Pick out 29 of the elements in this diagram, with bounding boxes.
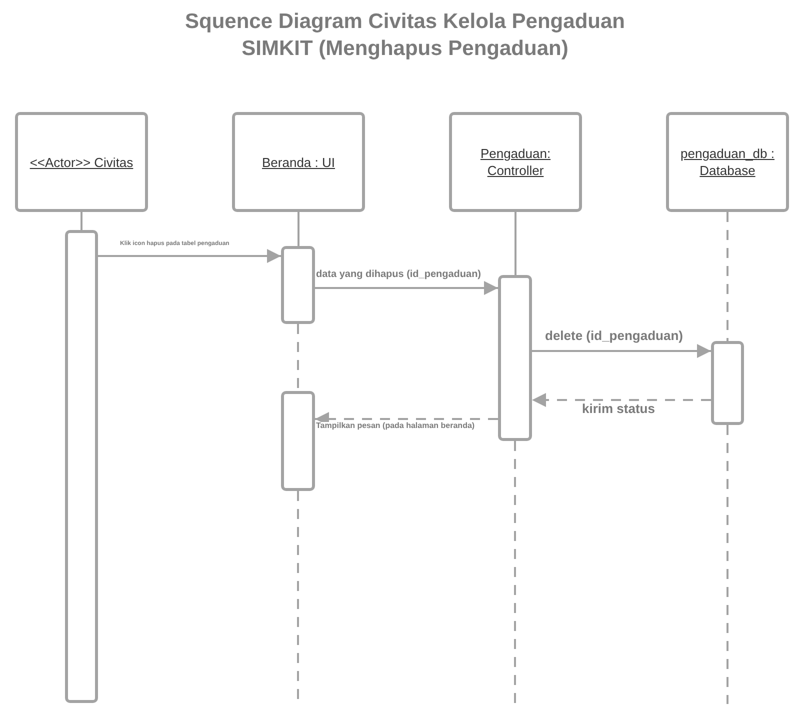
message-arrow	[532, 393, 711, 407]
activation-bar	[65, 230, 98, 703]
edge-label: data yang dihapus (id_pengaduan)	[316, 270, 482, 280]
edge-label: Tampilkan pesan (pada halaman beranda)	[316, 422, 475, 430]
lifeline-box	[666, 112, 789, 212]
lifeline	[514, 212, 516, 275]
lifeline	[726, 425, 728, 704]
lifeline-name: <<Actor>> Civitas	[30, 154, 134, 170]
lifeline	[80, 212, 82, 230]
lifeline-name: pengaduan_db : Database	[680, 145, 776, 179]
edge-label: kirim status	[582, 402, 655, 415]
activation-bar	[281, 246, 315, 324]
lifeline-box	[449, 112, 582, 212]
lifeline-name: Beranda : UI	[262, 154, 335, 170]
lifeline	[297, 324, 299, 391]
message-arrow	[315, 281, 498, 295]
edge-label: delete (id_pengaduan)	[545, 329, 683, 342]
activation-bar	[281, 391, 315, 491]
diagram-title: Squence Diagram Civitas Kelola Pengaduan SIMKIT (Menghapus Pengaduan)	[184, 9, 626, 62]
lifeline-box	[232, 112, 365, 212]
lifeline	[298, 212, 300, 246]
message-arrow	[532, 344, 711, 358]
lifeline-name: Pengaduan: Controller	[479, 145, 552, 179]
activation-bar	[711, 341, 744, 425]
activation-bar	[498, 275, 532, 441]
lifeline	[514, 441, 516, 704]
message-arrow	[98, 249, 281, 263]
lifeline	[726, 212, 728, 341]
lifeline-box	[15, 112, 148, 212]
